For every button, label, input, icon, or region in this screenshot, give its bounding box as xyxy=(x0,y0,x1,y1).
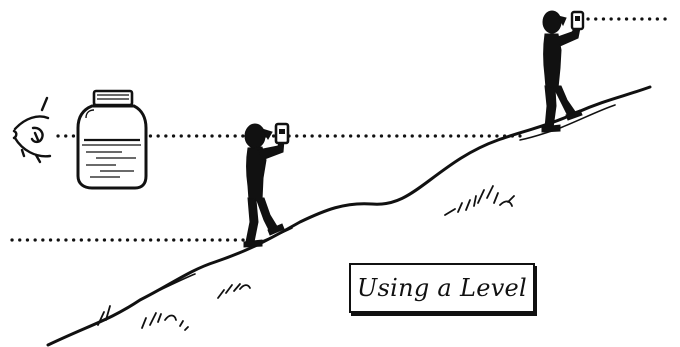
caption-title: Using a Level xyxy=(357,274,527,302)
person-with-level-icon xyxy=(542,11,583,132)
caption-box: Using a Level xyxy=(349,263,535,313)
grass-tuft-icon xyxy=(142,313,188,330)
person-with-level-icon xyxy=(244,124,288,247)
eye-icon xyxy=(14,98,50,162)
grass-tuft-icon xyxy=(98,306,110,325)
water-jar-icon xyxy=(78,91,146,188)
grass-tuft-icon xyxy=(445,186,514,215)
grass-tuft-icon xyxy=(218,284,250,298)
